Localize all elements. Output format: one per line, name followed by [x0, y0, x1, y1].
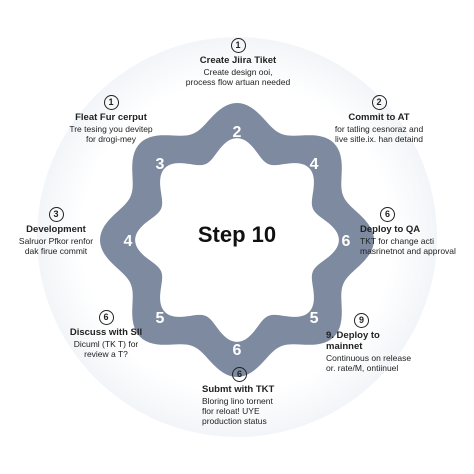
callout-line: masrinetnot and approval	[360, 246, 456, 256]
step-badge: 1	[230, 38, 246, 53]
step-badge: 3	[48, 207, 64, 222]
callout-line: for drogi-mey	[85, 134, 137, 144]
callout-lower-left: 6 Discuss with SIl Dicuml (TK T) for rev…	[50, 310, 162, 359]
callout-title: 9. Deploy to mainnet	[326, 330, 380, 352]
callout-line: dak firue commit	[24, 246, 88, 256]
callout-line: review a T?	[84, 349, 128, 359]
segment-number: 5	[155, 310, 164, 327]
callout-line: process flow artuan needed	[185, 77, 291, 87]
segment-number: 4	[310, 156, 319, 173]
step-badge: 1	[103, 95, 119, 110]
callout-line: Bloring lino tornent	[202, 396, 273, 406]
segment-number: 5	[310, 310, 319, 327]
segment-number: 4	[124, 233, 133, 250]
callout-title: Submt with TKT	[202, 384, 275, 395]
callout-line: live sitle.ix. han detaind	[335, 134, 423, 144]
step-badge: 2	[371, 95, 387, 110]
callout-left: 3 Development Salruor Pfkor renfor dak f…	[4, 207, 108, 256]
callout-line: Dicuml (TK T) for	[73, 339, 139, 349]
step-badge: 6	[98, 310, 114, 325]
callout-title: Deploy to QA	[360, 224, 421, 235]
callout-title: Create Jiira Tiket	[199, 55, 277, 66]
callout-line: Tre tesing you devitep	[69, 124, 153, 134]
callout-title: Development	[26, 224, 86, 235]
segment-number: 2	[233, 124, 242, 141]
callout-line: for tatling cesnoraz and	[334, 124, 424, 134]
callout-line: Create design ooi,	[203, 67, 273, 77]
callout-upper-right: 2 Commit to AT for tatling cesnoraz and …	[318, 95, 440, 144]
callout-title: Fleat Fur cerput	[75, 112, 147, 123]
callout-lower-right: 9 9. Deploy to mainnet Continuous on rel…	[326, 313, 438, 373]
callout-title: Commit to AT	[348, 112, 410, 123]
callout-top: 1 Create Jiira Tiket Create design ooi, …	[180, 38, 296, 87]
callout-line: flor reloat! UYE	[202, 406, 260, 416]
callout-line: production status	[202, 416, 267, 426]
callout-line: Continuous on release	[326, 353, 412, 363]
segment-number: 6	[233, 342, 242, 359]
callout-line: TKT for change acti	[360, 236, 435, 246]
callout-bottom: 6 Submt with TKT Bloring lino tornent fl…	[202, 367, 314, 426]
callout-upper-left: 1 Fleat Fur cerput Tre tesing you devite…	[52, 95, 170, 144]
callout-line: Salruor Pfkor renfor	[18, 236, 94, 246]
center-title: Step 10	[197, 222, 277, 247]
callout-line: or. rate/M, ontiinuel	[326, 363, 399, 373]
callout-title: Discuss with SIl	[69, 327, 143, 338]
step-badge: 9	[354, 313, 369, 328]
step-badge: 6	[232, 367, 247, 382]
step-badge: 6	[380, 207, 395, 222]
segment-number: 6	[342, 233, 351, 250]
callout-right: 6 Deploy to QA TKT for change acti masri…	[360, 207, 472, 256]
segment-number: 3	[155, 156, 164, 173]
